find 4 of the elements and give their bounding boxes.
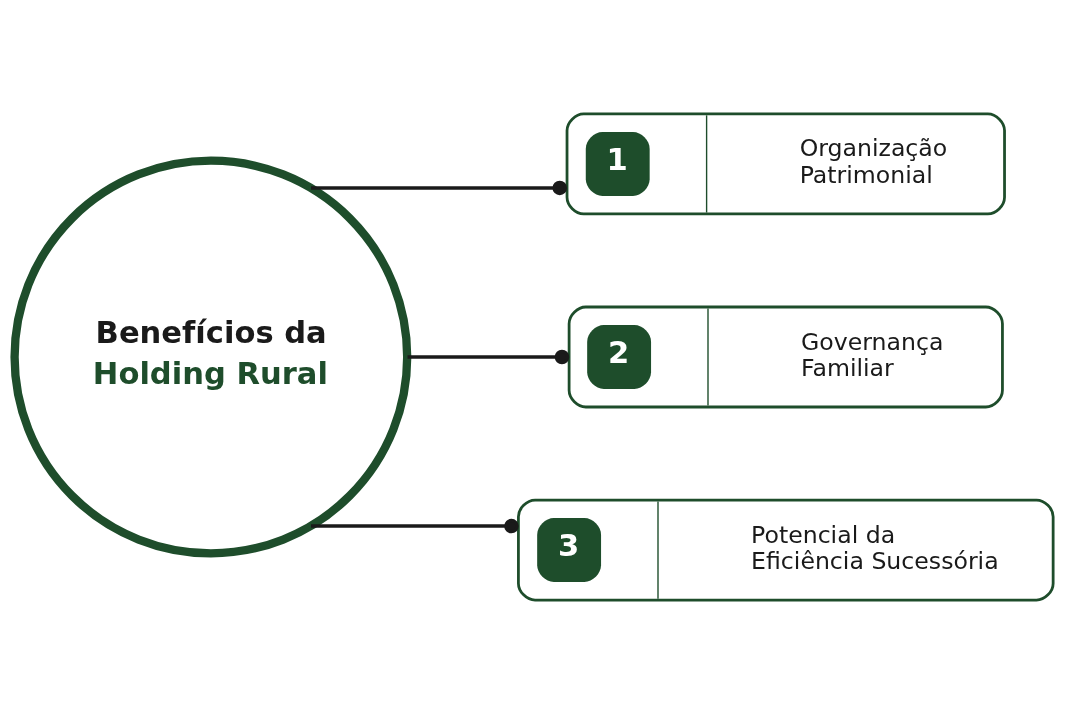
connector [311,518,519,533]
connector [407,349,570,364]
node-circle: Benefícios da Holding Rural [10,156,412,557]
connector [311,180,568,195]
